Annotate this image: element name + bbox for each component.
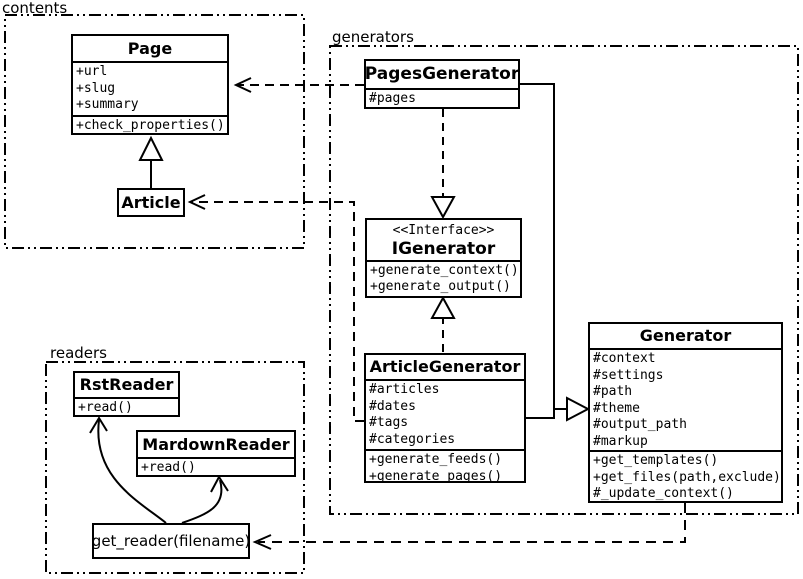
realization-arrow-articlegenerator-to-igenerator [430, 295, 456, 352]
curved-arrow-getreader-to-rstreader [89, 416, 167, 524]
function-box-get-reader: get_reader(filename) [92, 523, 250, 559]
class-box-page: Page +url +slug +summary +check_properti… [71, 34, 229, 135]
realization-arrow-pagesgenerator-to-igenerator [430, 109, 456, 220]
generator-attributes: #context #settings #path #theme #output_… [590, 350, 781, 452]
hollow-triangle-icon [566, 396, 591, 422]
method: +get_templates() [593, 453, 719, 468]
class-box-article: Article [117, 188, 185, 217]
get-reader-label: get_reader(filename) [91, 531, 251, 550]
open-arrowhead-icon [210, 475, 229, 493]
attribute: #context [593, 351, 656, 366]
dependency-line [258, 503, 686, 543]
attribute: +summary [76, 97, 139, 112]
class-title-igenerator: IGenerator [391, 239, 496, 259]
class-title-pagesgenerator: PagesGenerator [366, 61, 518, 90]
package-label-generators: generators [332, 28, 414, 46]
generator-methods: +get_templates() +get_files(path,exclude… [590, 452, 781, 501]
class-title-article: Article [121, 192, 181, 212]
class-title-rstreader: RstReader [75, 373, 178, 399]
curved-arrow-getreader-to-mardownreader [181, 475, 229, 524]
method: +read() [141, 460, 196, 475]
dependency-line [192, 201, 364, 422]
articlegenerator-attributes: #articles #dates #tags #categories [366, 381, 524, 451]
class-title-articlegenerator: ArticleGenerator [366, 355, 524, 381]
stereotype-label: <<Interface>> [392, 223, 495, 238]
dependency-arrow-pagesgenerator-to-page [233, 77, 364, 93]
package-border-generators [329, 45, 799, 515]
hollow-triangle-icon [430, 196, 456, 220]
attribute: #output_path [593, 417, 687, 432]
method: +check_properties() [76, 118, 225, 133]
attribute: #tags [369, 415, 409, 430]
hollow-triangle-icon [138, 135, 164, 161]
class-box-generator: Generator #context #settings #path #them… [588, 322, 783, 503]
generalization-arrows-to-generator [520, 83, 591, 422]
attribute: #settings [593, 367, 664, 383]
class-title-mardownreader: MardownReader [138, 432, 294, 459]
pagesgenerator-attributes: #pages [366, 90, 518, 107]
open-arrowhead-icon [233, 77, 252, 93]
class-box-articlegenerator: ArticleGenerator #articles #dates #tags … [364, 353, 526, 483]
package-label-readers: readers [50, 344, 107, 362]
attribute: +url [76, 64, 108, 79]
open-arrowhead-icon [187, 194, 206, 210]
rstreader-methods: +read() [75, 399, 178, 415]
attribute: +slug [76, 80, 116, 96]
attribute: #markup [593, 433, 648, 449]
dependency-arrow-articlegenerator-to-article [187, 194, 364, 422]
class-box-rstreader: RstReader +read() [73, 371, 180, 417]
dependency-arrow-generator-to-getreader [252, 503, 686, 550]
package-border-contents [4, 14, 305, 249]
page-methods: +check_properties() [73, 117, 227, 133]
mardownreader-methods: +read() [138, 459, 294, 475]
attribute: #categories [369, 431, 456, 447]
attribute: #articles [369, 382, 440, 397]
curve-line [181, 479, 223, 524]
attribute: #path [593, 384, 633, 399]
attribute: #theme [593, 400, 640, 416]
attribute: #dates [369, 398, 416, 414]
page-attributes: +url +slug +summary [73, 63, 227, 117]
method: +generate_context() [370, 263, 519, 278]
curve-line [97, 419, 167, 524]
class-box-igenerator: <<Interface>> IGenerator +generate_conte… [365, 218, 522, 298]
class-title-page: Page [73, 36, 227, 63]
method: +get_files(path,exclude) [593, 469, 781, 485]
class-title-generator: Generator [590, 324, 781, 350]
open-arrowhead-icon [89, 416, 108, 434]
method: +generate_pages() [369, 468, 503, 483]
open-arrowhead-icon [252, 534, 272, 550]
class-box-mardownreader: MardownReader +read() [136, 430, 296, 477]
class-box-pagesgenerator: PagesGenerator #pages [364, 59, 520, 109]
articlegenerator-methods: +generate_feeds() +generate_pages() [366, 451, 524, 483]
method: +generate_output() [370, 279, 511, 294]
hollow-triangle-icon [430, 295, 456, 319]
package-border-readers [45, 361, 305, 574]
method: +generate_feeds() [369, 452, 503, 467]
package-label-contents: contents [2, 0, 68, 17]
generalization-arrow-article-to-page [138, 135, 164, 188]
igenerator-header: <<Interface>> IGenerator [367, 220, 520, 262]
igenerator-methods: +generate_context() +generate_output() [367, 262, 520, 296]
method: #_update_context() [593, 486, 734, 501]
attribute: #pages [369, 91, 416, 106]
method: +read() [78, 400, 133, 415]
